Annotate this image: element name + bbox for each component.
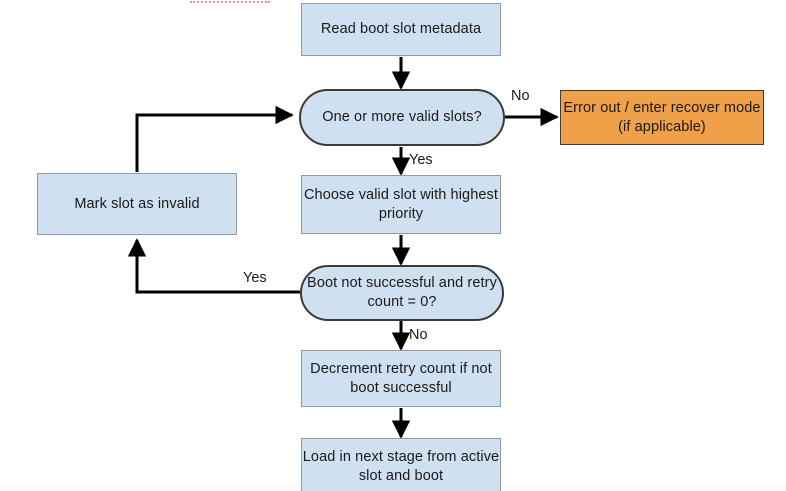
- node-label: Error out / enter recover mode (if appli…: [563, 99, 761, 135]
- red-dotted-annotation-line: [190, 1, 270, 3]
- edge-boot-check-yes-to-mark-invalid: [127, 238, 300, 294]
- node-mark-slot-as-invalid[interactable]: Mark slot as invalid: [37, 173, 237, 235]
- edge-label-no-retry-remaining: No: [409, 327, 428, 343]
- edge-mark-invalid-to-valid-slots: [135, 105, 294, 172]
- node-label: Choose valid slot with highest priority: [303, 186, 499, 222]
- node-load-next-stage-active-slot[interactable]: Load in next stage from active slot and …: [301, 438, 501, 491]
- edge-label-yes-valid-slots: Yes: [409, 152, 433, 168]
- node-read-boot-slot-metadata[interactable]: Read boot slot metadata: [301, 3, 501, 56]
- edge-label-no-valid-slots: No: [511, 88, 530, 104]
- node-label: Decrement retry count if not boot succes…: [310, 360, 492, 396]
- node-label: Load in next stage from active slot and …: [302, 448, 500, 484]
- node-decrement-retry-count[interactable]: Decrement retry count if not boot succes…: [301, 350, 501, 407]
- node-label: Mark slot as invalid: [74, 195, 200, 212]
- node-label: Boot not successful and retry count = 0?: [307, 275, 497, 310]
- node-boot-not-successful-retry-zero[interactable]: Boot not successful and retry count = 0?: [300, 265, 504, 321]
- node-label: One or more valid slots?: [322, 109, 482, 125]
- node-label: Read boot slot metadata: [320, 21, 482, 37]
- node-one-or-more-valid-slots[interactable]: One or more valid slots?: [299, 89, 505, 146]
- node-choose-valid-slot-highest-priority[interactable]: Choose valid slot with highest priority: [301, 175, 501, 234]
- edge-label-yes-retry-exhausted: Yes: [243, 270, 267, 286]
- node-error-out-enter-recover-mode[interactable]: Error out / enter recover mode (if appli…: [560, 90, 764, 145]
